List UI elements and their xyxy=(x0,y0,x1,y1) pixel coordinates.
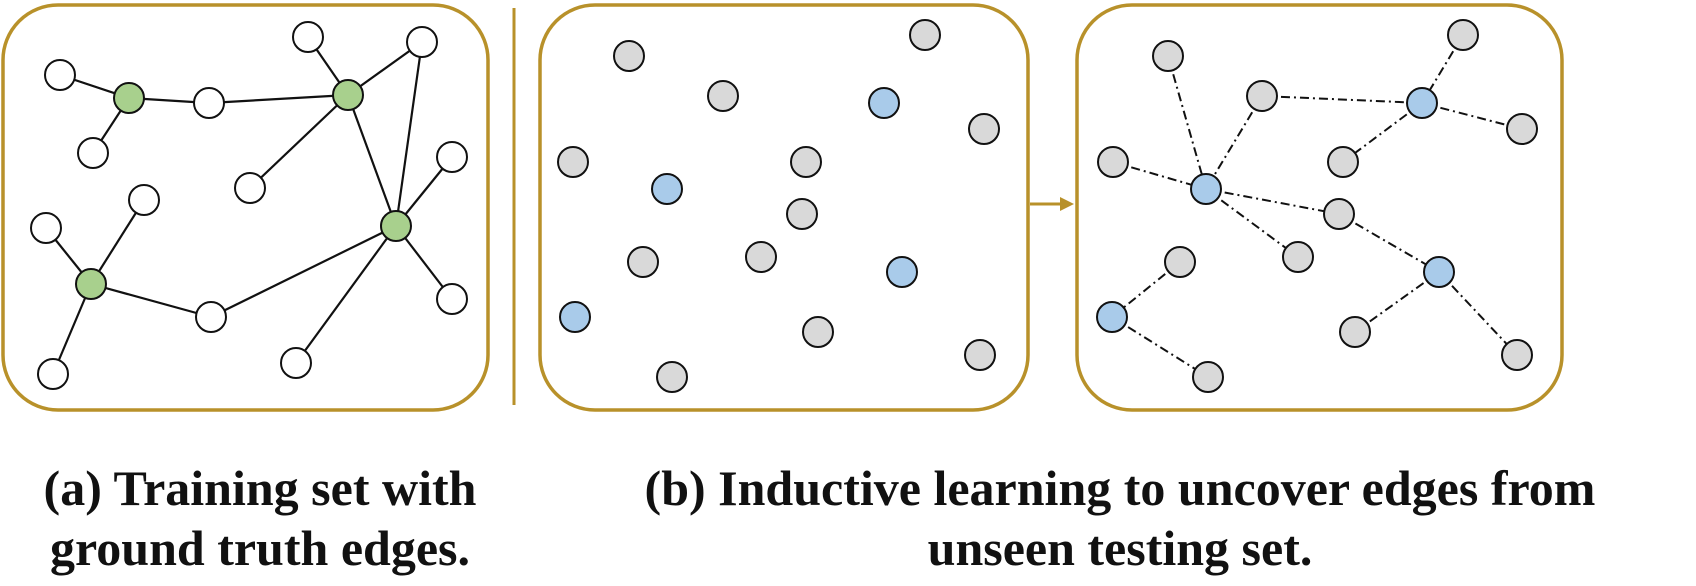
test-linked-edge-4 xyxy=(1421,102,1523,130)
test-linked-node-test-gray-8 xyxy=(1323,198,1355,230)
test-unlinked-node-test-blue-7 xyxy=(651,173,683,205)
test-unlinked-node-test-gray-1 xyxy=(909,19,941,51)
test-linked-node-test-gray-4 xyxy=(1506,113,1538,145)
test-unlinked-node-test-gray-10 xyxy=(745,241,777,273)
test-unlinked-node-test-gray-6 xyxy=(790,146,822,178)
train-edge-11 xyxy=(295,225,397,364)
test-linked-edge-6 xyxy=(1112,161,1207,190)
test-unlinked-node-test-gray-9 xyxy=(627,246,659,278)
test-unlinked-node-test-blue-11 xyxy=(886,256,918,288)
edges-layer xyxy=(45,34,1523,378)
test-linked-node-test-gray-14 xyxy=(1501,339,1533,371)
caption-b-line1: (b) Inductive learning to uncover edges … xyxy=(644,460,1596,516)
test-linked-edge-10 xyxy=(1354,271,1440,333)
nodes-layer xyxy=(30,19,1538,393)
train-node-plain-8 xyxy=(436,141,468,173)
test-linked-edge-13 xyxy=(1111,316,1209,378)
train-node-train-center-1 xyxy=(113,82,145,114)
caption-a-line1: (a) Training set with xyxy=(43,460,477,516)
test-linked-node-test-gray-0 xyxy=(1152,40,1184,72)
test-linked-node-test-blue-3 xyxy=(1406,87,1438,119)
train-node-train-center-9 xyxy=(380,210,412,242)
train-node-plain-13 xyxy=(195,301,227,333)
test-linked-edge-0 xyxy=(1167,55,1207,190)
train-node-plain-6 xyxy=(406,26,438,58)
train-edge-3 xyxy=(208,93,349,105)
train-node-plain-11 xyxy=(30,212,62,244)
train-edge-7 xyxy=(346,94,398,227)
train-node-plain-4 xyxy=(292,21,324,53)
train-edge-12 xyxy=(210,225,397,318)
test-linked-edge-7 xyxy=(1205,188,1340,215)
train-edge-13 xyxy=(90,282,212,319)
test-linked-node-test-gray-15 xyxy=(1192,361,1224,393)
test-linked-edge-5 xyxy=(1342,102,1423,163)
test-unlinked-node-test-blue-12 xyxy=(559,301,591,333)
test-unlinked-node-test-gray-5 xyxy=(557,146,589,178)
train-node-train-center-5 xyxy=(332,79,364,111)
train-edge-16 xyxy=(51,283,93,375)
test-linked-node-test-gray-13 xyxy=(1339,316,1371,348)
train-edge-6 xyxy=(249,94,349,189)
train-node-plain-14 xyxy=(436,283,468,315)
train-edge-8 xyxy=(394,41,424,227)
train-node-plain-15 xyxy=(37,358,69,390)
caption-b-line2: unseen testing set. xyxy=(927,520,1313,576)
test-unlinked-node-test-gray-2 xyxy=(707,80,739,112)
test-unlinked-node-test-gray-0 xyxy=(613,40,645,72)
test-unlinked-node-test-gray-13 xyxy=(802,316,834,348)
test-linked-node-test-blue-11 xyxy=(1423,256,1455,288)
test-unlinked-node-test-gray-14 xyxy=(964,339,996,371)
test-linked-edge-8 xyxy=(1205,188,1299,258)
caption-b: (b) Inductive learning to uncover edges … xyxy=(570,458,1670,578)
test-linked-edge-1 xyxy=(1205,95,1263,190)
test-linked-node-test-gray-6 xyxy=(1327,146,1359,178)
test-linked-edge-11 xyxy=(1438,271,1518,356)
train-edge-15 xyxy=(90,199,145,285)
train-node-plain-2 xyxy=(77,137,109,169)
panels-layer xyxy=(1,3,1564,412)
train-node-plain-10 xyxy=(128,184,160,216)
test-linked-node-test-blue-7 xyxy=(1190,173,1222,205)
caption-a-line2: ground truth edges. xyxy=(50,520,470,576)
test-linked-node-test-gray-5 xyxy=(1097,146,1129,178)
train-node-plain-3 xyxy=(193,87,225,119)
testing-panel-unlinked xyxy=(538,3,1030,412)
testing-panel-linked xyxy=(1075,3,1564,412)
test-linked-edge-9 xyxy=(1338,213,1440,273)
test-linked-node-test-gray-1 xyxy=(1447,19,1479,51)
decor-layer xyxy=(512,8,1074,405)
train-node-plain-7 xyxy=(234,172,266,204)
test-unlinked-node-test-gray-4 xyxy=(968,113,1000,145)
train-node-plain-16 xyxy=(280,347,312,379)
test-linked-node-test-gray-9 xyxy=(1164,246,1196,278)
caption-a: (a) Training set with ground truth edges… xyxy=(0,458,520,578)
training-panel xyxy=(1,3,490,412)
test-linked-edge-2 xyxy=(1261,95,1423,104)
test-linked-node-test-blue-12 xyxy=(1096,301,1128,333)
test-unlinked-node-test-blue-3 xyxy=(868,87,900,119)
test-linked-node-test-gray-2 xyxy=(1246,80,1278,112)
train-node-train-center-12 xyxy=(75,268,107,300)
test-unlinked-node-test-gray-15 xyxy=(656,361,688,393)
train-node-plain-0 xyxy=(44,59,76,91)
arrow-head xyxy=(1060,197,1074,211)
test-unlinked-node-test-gray-8 xyxy=(786,198,818,230)
test-linked-node-test-gray-10 xyxy=(1282,241,1314,273)
